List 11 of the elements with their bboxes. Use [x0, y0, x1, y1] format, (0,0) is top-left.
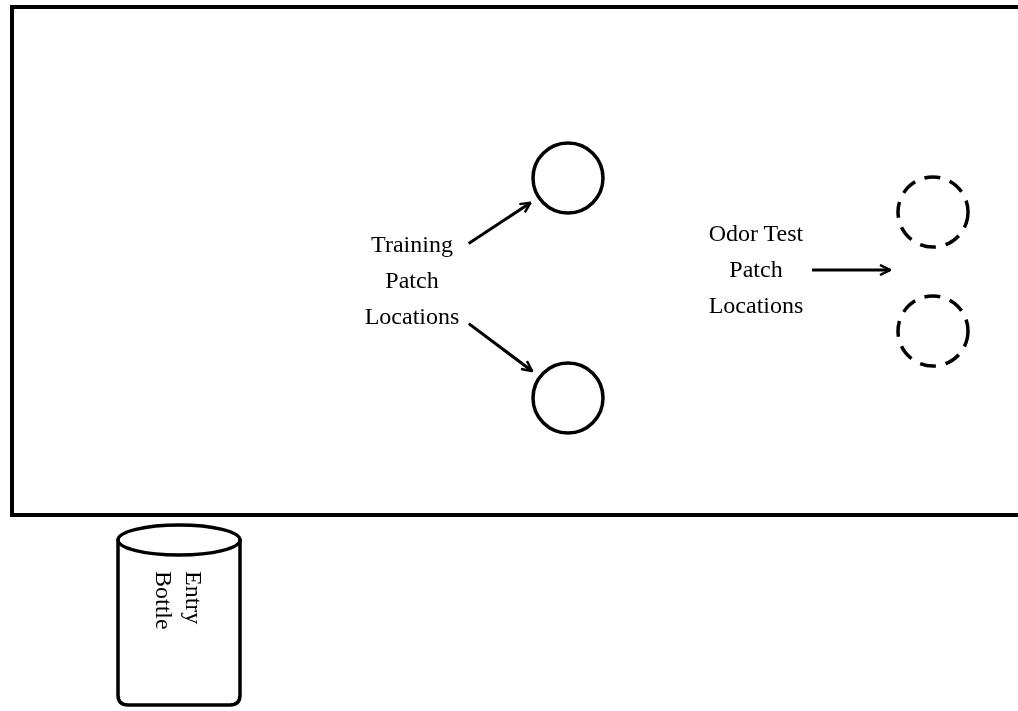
arrow [467, 322, 534, 373]
patch-circle [531, 141, 605, 215]
dashed-patch-circle [896, 294, 970, 368]
patch-circle [531, 361, 605, 435]
dashed-patch-circle [896, 175, 970, 249]
bottle-label: Entry Bottle [150, 571, 208, 632]
arrow [467, 201, 532, 245]
patch-label: Training Patch Locations [363, 230, 461, 331]
arrow [812, 263, 892, 277]
arena-outline [10, 5, 1018, 517]
patch-label: Odor Test Patch Locations [707, 219, 805, 320]
